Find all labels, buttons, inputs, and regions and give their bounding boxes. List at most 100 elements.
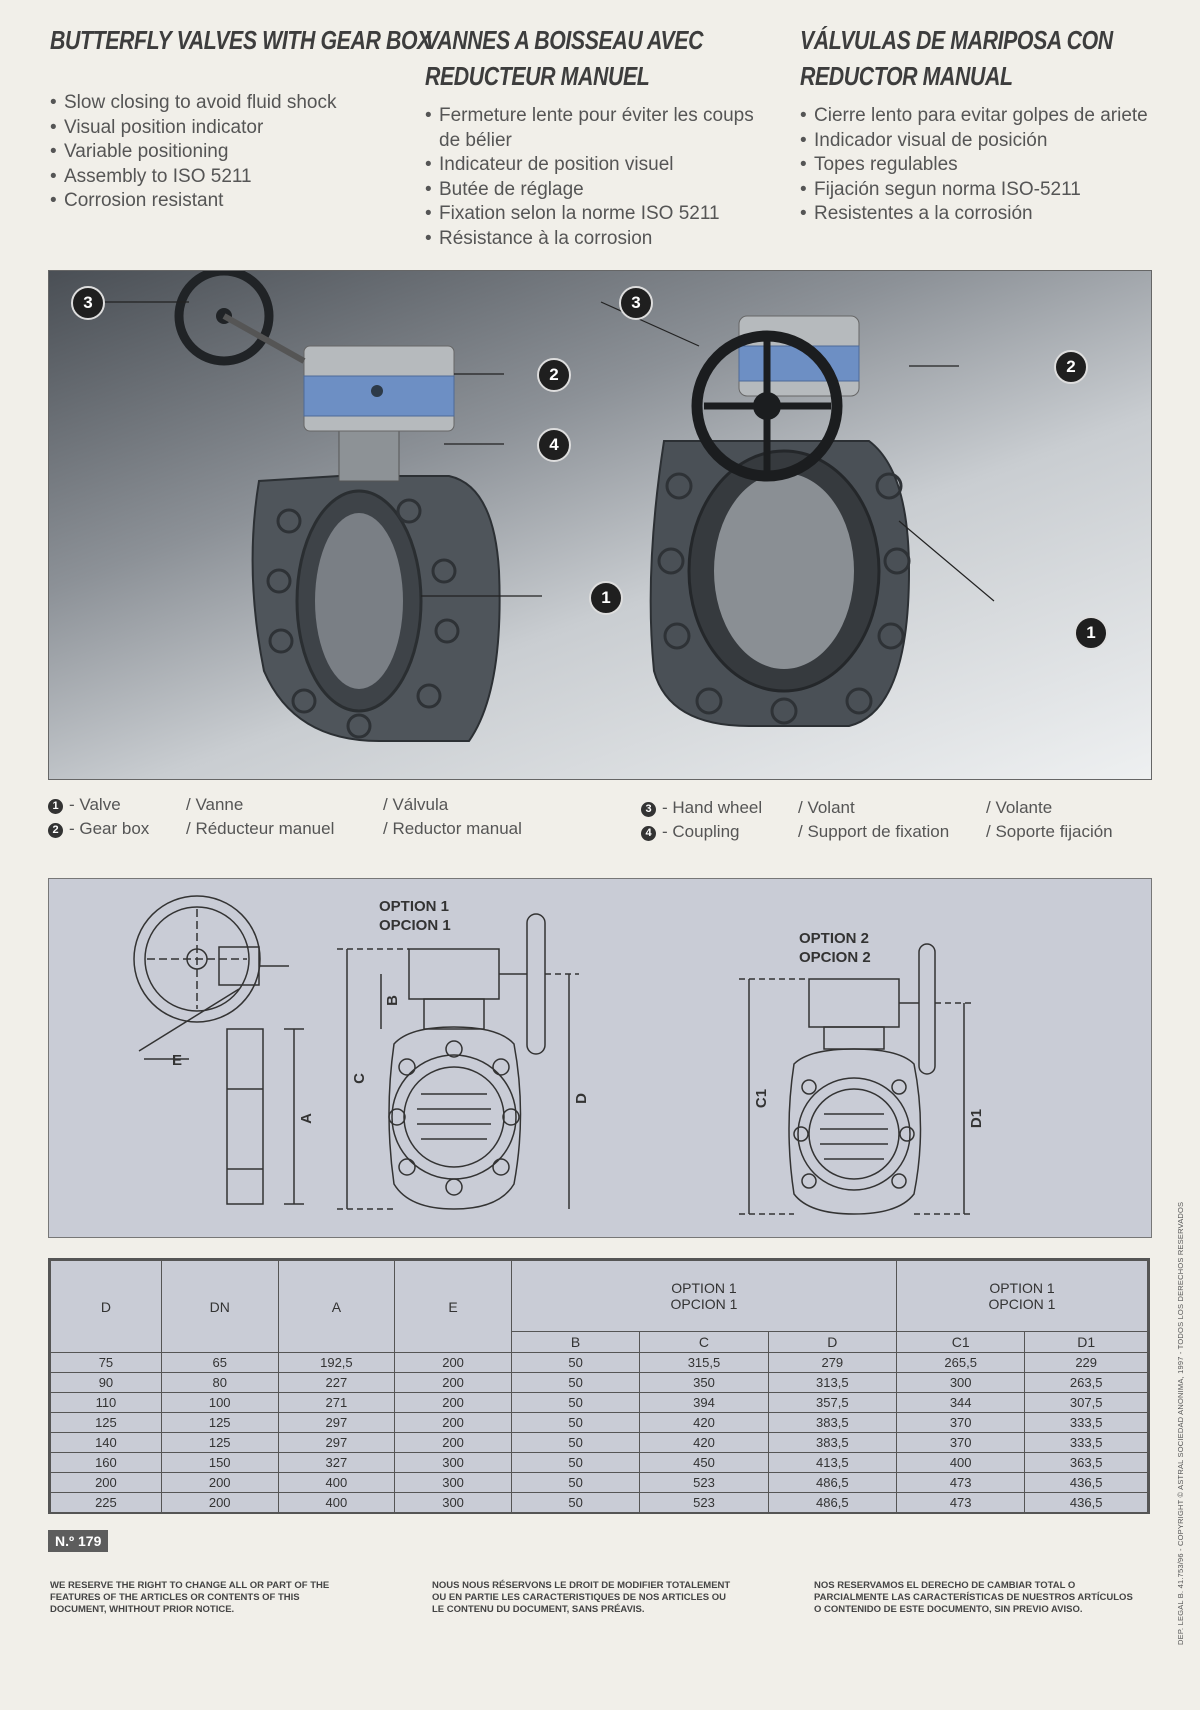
dim-label-e: E [172,1052,183,1069]
table-cell: 50 [510,1452,641,1473]
callout-1: 1 [1074,616,1108,650]
feature-item: Indicador visual de posición [800,129,1150,154]
table-cell: 300 [895,1372,1026,1393]
feature-item: Resistentes a la corrosión [800,202,1150,227]
table-cell: 80 [160,1372,279,1393]
table-cell: 125 [50,1412,162,1433]
table-cell: 50 [510,1392,641,1413]
table-cell: 420 [639,1432,769,1453]
header-c: C [639,1331,769,1353]
table-cell: 523 [639,1472,769,1493]
table-cell: 344 [895,1392,1026,1413]
table-cell: 523 [639,1492,769,1513]
table-cell: 315,5 [639,1352,769,1373]
legend-gear-box-es: / Reductor manual [383,819,522,838]
table-cell: 50 [510,1472,641,1493]
table-cell: 200 [160,1492,279,1513]
legend-gear-box-fr: / Réducteur manuel [186,819,335,838]
feature-item: Slow closing to avoid fluid shock [50,91,400,116]
table-cell: 65 [160,1352,279,1373]
header-a: A [277,1260,396,1353]
table-cell: 300 [394,1472,512,1493]
feature-list: Cierre lento para evitar golpes de ariet… [800,104,1150,227]
footer-spanish: NOS RESERVAMOS EL DERECHO DE CAMBIAR TOT… [814,1580,1133,1615]
feature-list: Fermeture lente pour éviter les coups de… [425,104,770,251]
feature-list: Slow closing to avoid fluid shock Visual… [50,91,400,214]
footer-french: NOUS NOUS RÉSERVONS LE DROIT DE MODIFIER… [432,1580,731,1615]
technical-drawing [133,895,974,1215]
table-cell: 300 [394,1492,512,1513]
callout-leaders [101,301,995,602]
table-cell: 297 [277,1412,396,1433]
table-cell: 125 [160,1412,279,1433]
table-cell: 225 [50,1492,162,1513]
feature-item: Corrosion resistant [50,189,400,214]
table-cell: 413,5 [767,1452,898,1473]
table-cell: 383,5 [767,1412,898,1433]
legend-valve-fr: / Vanne [186,795,244,814]
callout-2: 2 [537,358,571,392]
callout-2: 2 [1054,350,1088,384]
dim-label-a: A [297,1113,315,1124]
table-cell: 350 [639,1372,769,1393]
table-cell: 436,5 [1024,1492,1148,1513]
table-cell: 229 [1024,1352,1148,1373]
table-cell: 486,5 [767,1472,898,1493]
table-cell: 370 [895,1432,1026,1453]
table-cell: 333,5 [1024,1432,1148,1453]
table-cell: 400 [277,1492,396,1513]
legend-coupling-fr: / Support de fixation [798,822,950,841]
table-cell: 200 [394,1392,512,1413]
dim-label-c1: C1 [753,1088,771,1109]
callout-3: 3 [619,286,653,320]
page-number-badge: N.º 179 [48,1530,109,1552]
table-cell: 400 [895,1452,1026,1473]
callout-1: 1 [589,581,623,615]
legend-gear-box: 2- Gear box [48,819,149,839]
table-cell: 357,5 [767,1392,898,1413]
table-cell: 227 [277,1372,396,1393]
table-cell: 200 [394,1372,512,1393]
callout-3: 3 [71,286,105,320]
table-cell: 436,5 [1024,1472,1148,1493]
table-cell: 50 [510,1412,641,1433]
table-cell: 450 [639,1452,769,1473]
table-cell: 307,5 [1024,1392,1148,1413]
right-valve [649,315,911,727]
product-photo: 3 2 4 1 3 2 1 [48,270,1152,780]
table-cell: 300 [394,1452,512,1473]
header-dn: DN [160,1260,279,1353]
table-cell: 110 [50,1392,162,1413]
feature-item: Butée de réglage [425,178,770,203]
valve-illustration [101,271,995,742]
left-valve [174,271,501,742]
table-cell: 50 [510,1352,641,1373]
table-cell: 100 [160,1392,279,1413]
column-title: BUTTERFLY VALVES WITH GEAR BOX [50,25,431,55]
header-d-sub: D [767,1331,898,1353]
table-cell: 333,5 [1024,1412,1148,1433]
feature-item: Topes regulables [800,153,1150,178]
table-cell: 486,5 [767,1492,898,1513]
table-cell: 313,5 [767,1372,898,1393]
table-cell: 363,5 [1024,1452,1148,1473]
feature-item: Fijación segun norma ISO-5211 [800,178,1150,203]
footer-english: WE RESERVE THE RIGHT TO CHANGE ALL OR PA… [50,1580,330,1615]
table-cell: 160 [50,1452,162,1473]
table-cell: 50 [510,1492,641,1513]
table-cell: 265,5 [895,1352,1026,1373]
column-english: BUTTERFLY VALVES WITH GEAR BOX Slow clos… [50,22,431,214]
